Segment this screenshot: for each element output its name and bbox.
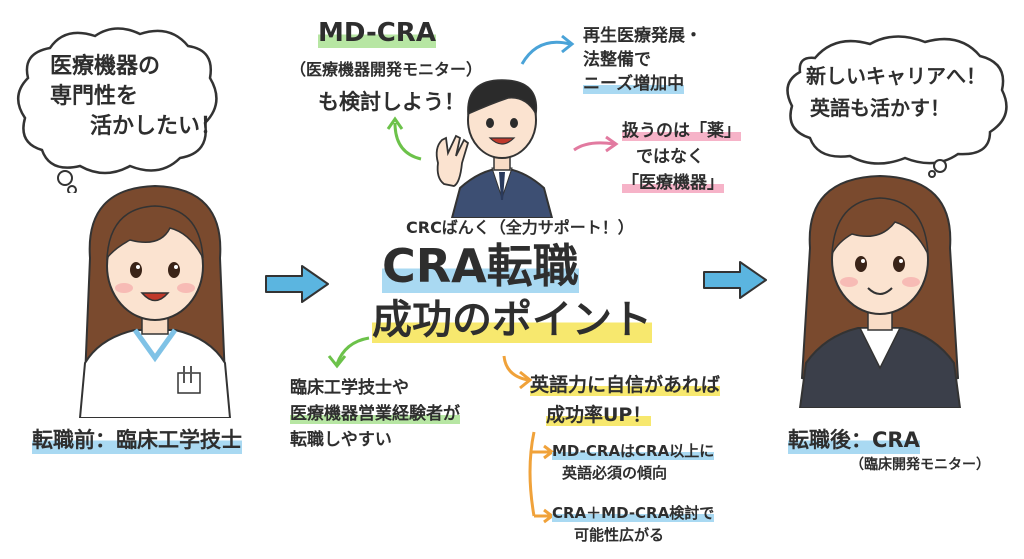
right-bubble-line1: 新しいキャリアへ！ (806, 64, 986, 88)
right-thought-bubble (786, 35, 1008, 178)
orange-branch-icon (528, 431, 555, 524)
title-line1: CRA転職 (382, 238, 579, 294)
blue-curved-arrow-icon (520, 34, 575, 65)
md-cra-line1: MD-CRA (318, 18, 436, 48)
regen-note: 再生医療発展・ 法整備で ニーズ増加中 (583, 24, 702, 96)
left-thought-bubble (17, 27, 218, 193)
pink-arrow-icon (573, 135, 619, 153)
drug-line3: 「医療機器」 (622, 173, 724, 193)
easy-line3: 転職しやすい (290, 430, 392, 450)
drug-line2: ではなく (636, 147, 704, 167)
left-bubble-line1: 医療機器の (50, 54, 161, 79)
regen-line1: 再生医療発展・ (583, 26, 702, 46)
md-cra-heading: MD-CRA (318, 18, 436, 48)
easy-note: 臨床工学技士や 医療機器営業経験者が 転職しやすい (290, 375, 460, 453)
left-bubble-text: 医療機器の 専門性を 活かしたい！ (50, 52, 222, 142)
english-line1: 英語力に自信があれば (530, 374, 721, 396)
crc-bank-tagline: CRCばんく（全力サポート！） (406, 218, 634, 237)
sub2-line1: CRA＋MD-CRA検討で (552, 504, 715, 522)
drug-note: 扱うのは「薬」 ではなく 「医療機器」 (622, 118, 741, 196)
drug-line1: 扱うのは「薬」 (622, 121, 741, 141)
green-curved-arrow-icon (386, 116, 422, 161)
md-cra-sub: （医療機器開発モニター） (290, 60, 483, 79)
md-cra-line3: も検討しよう！ (318, 90, 465, 114)
english-line2: 成功率UP！ (546, 404, 652, 426)
easy-line2: 医療機器営業経験者が (290, 404, 460, 424)
after-sub-label: （臨床開発モニター） (850, 457, 990, 473)
right-bubble-line2: 英語も活かす！ (810, 96, 950, 120)
regen-line2: 法整備で (583, 50, 651, 70)
easy-line1: 臨床工学技士や (290, 378, 409, 398)
before-label: 転職前：臨床工学技士 (32, 424, 242, 454)
left-bubble-line2: 専門性を (50, 84, 139, 109)
sub1-line2: 英語必須の傾向 (562, 464, 668, 482)
woman-before-illustration (78, 184, 232, 418)
english-note: 英語力に自信があれば 成功率UP！ (530, 370, 721, 430)
advisor-man-illustration (435, 79, 554, 218)
sub2-note: CRA＋MD-CRA検討で 可能性広がる (552, 502, 715, 546)
right-bubble-text: 新しいキャリアへ！ 英語も活かす！ (806, 60, 986, 124)
green-down-arrow-icon (327, 336, 370, 369)
arrow-right-icon (265, 265, 329, 303)
title-line2: 成功のポイント (372, 294, 652, 346)
sub1-line1: MD-CRAはCRA以上に (552, 442, 715, 460)
left-bubble-line3: 活かしたい！ (90, 114, 223, 139)
title-line1-text: CRA転職 (382, 239, 579, 293)
after-label: 転職後：CRA (788, 424, 920, 454)
regen-line3: ニーズ増加中 (583, 74, 685, 94)
title-line2-text: 成功のポイント (372, 297, 652, 343)
woman-after-illustration (798, 174, 962, 408)
arrow-right-icon-2 (703, 261, 767, 299)
sub1-note: MD-CRAはCRA以上に 英語必須の傾向 (552, 440, 715, 484)
sub2-line2: 可能性広がる (574, 526, 665, 544)
